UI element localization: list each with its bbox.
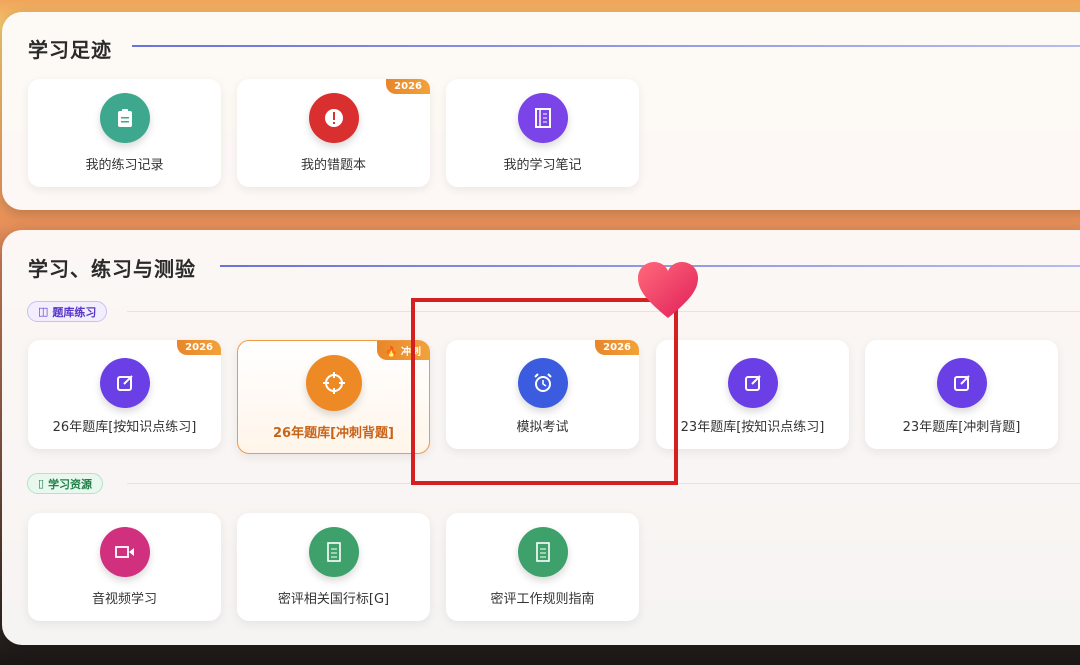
question-bank-pill: ◫题库练习 <box>27 301 108 322</box>
resources-pill: ▯学习资源 <box>27 473 104 494</box>
phone-icon: ▯ <box>38 477 45 490</box>
edit-icon <box>936 358 987 408</box>
bank-23-sprint-card[interactable]: 23年题库[冲刺背题] <box>865 340 1058 449</box>
clipboard-icon <box>99 93 150 143</box>
card-label: 我的学习笔记 <box>503 158 582 173</box>
edit-icon <box>99 358 150 408</box>
alert-icon <box>308 93 359 143</box>
year-badge: 2026 <box>177 340 221 355</box>
target-icon <box>305 355 362 411</box>
card-label: 我的练习记录 <box>85 158 164 173</box>
document-icon <box>308 527 359 577</box>
section-title: 学习、练习与测验 <box>28 257 196 281</box>
card-label: 我的错题本 <box>300 158 366 173</box>
edit-icon <box>727 358 778 408</box>
video-icon <box>99 527 150 577</box>
card-label: 密评相关国行标[G] <box>277 592 390 607</box>
card-label: 密评工作规则指南 <box>490 592 595 607</box>
alarm-clock-icon <box>517 358 568 408</box>
pill-divider <box>127 311 1080 312</box>
card-label: 23年题库[冲刺背题] <box>902 420 1021 435</box>
av-study-card[interactable]: 音视频学习 <box>28 513 221 621</box>
national-standards-card[interactable]: 密评相关国行标[G] <box>237 513 430 621</box>
card-label: 音视频学习 <box>91 592 157 607</box>
card-label: 26年题库[按知识点练习] <box>52 420 197 435</box>
wrong-book-card[interactable]: 2026 我的错题本 <box>237 79 430 187</box>
bank-26-knowledge-card[interactable]: 2026 26年题库[按知识点练习] <box>28 340 221 449</box>
year-badge: 2026 <box>595 340 639 355</box>
study-panel: 学习、练习与测验 ◫题库练习 2026 26年题库[按知识点练习] 🔥 冲刺 2… <box>2 230 1080 645</box>
notebook-icon <box>517 93 568 143</box>
section-title: 学习足迹 <box>28 38 112 62</box>
title-divider <box>132 45 1080 47</box>
mock-exam-card[interactable]: 2026 模拟考试 <box>446 340 639 449</box>
card-label: 26年题库[冲刺背题] <box>273 426 394 441</box>
study-notes-card[interactable]: 我的学习笔记 <box>446 79 639 187</box>
card-label: 23年题库[按知识点练习] <box>680 420 825 435</box>
year-badge: 2026 <box>386 79 430 94</box>
highlight-box <box>411 298 678 485</box>
footprint-panel: 学习足迹 我的练习记录 2026 我的错题本 我的学习笔记 <box>2 12 1080 210</box>
book-icon: ◫ <box>38 305 49 318</box>
pill-label: 学习资源 <box>48 477 93 491</box>
heart-icon <box>636 260 700 324</box>
document-icon <box>517 527 568 577</box>
card-label: 模拟考试 <box>516 420 569 435</box>
flame-icon: 🔥 <box>385 347 398 358</box>
bank-23-knowledge-card[interactable]: 23年题库[按知识点练习] <box>656 340 849 449</box>
pill-label: 题库练习 <box>52 305 97 319</box>
work-rules-card[interactable]: 密评工作规则指南 <box>446 513 639 621</box>
practice-record-card[interactable]: 我的练习记录 <box>28 79 221 187</box>
bank-26-sprint-card[interactable]: 🔥 冲刺 26年题库[冲刺背题] <box>237 340 430 454</box>
